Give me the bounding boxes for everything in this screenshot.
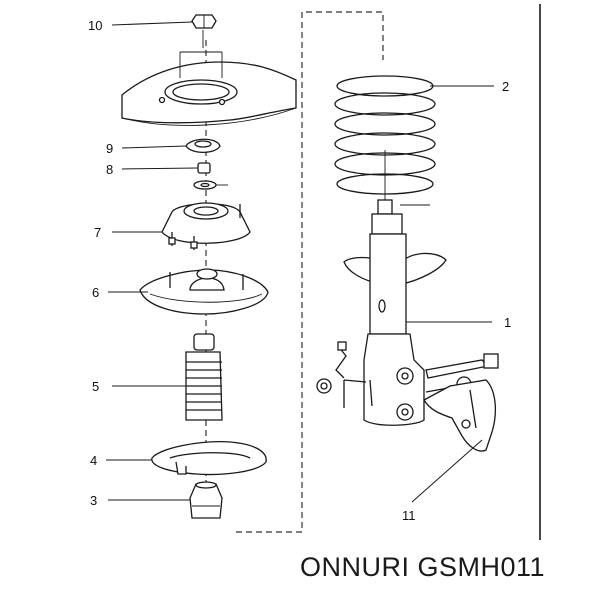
- callout-labels: 10 9 8 7 6 5 4 3 2 1 11: [88, 18, 511, 523]
- callout-7: 7: [94, 225, 101, 240]
- part-1-strut-body: [343, 199, 447, 426]
- callout-10: 10: [88, 18, 102, 33]
- part-10-top-nut: [191, 14, 217, 48]
- part-2-coil-spring: [334, 75, 436, 210]
- leader-lines: [106, 21, 494, 503]
- part-8-nut: [197, 162, 211, 174]
- part-11-knuckle-bracket: [423, 379, 497, 452]
- callout-9: 9: [106, 141, 113, 156]
- callout-8: 8: [106, 162, 113, 177]
- part-4-spring-insulator: [151, 441, 267, 476]
- callout-11: 11: [402, 508, 416, 523]
- part-7-strut-mount: [161, 202, 251, 250]
- callout-3: 3: [90, 493, 97, 508]
- body-mount-panel: [121, 51, 297, 126]
- part-9-washer: [185, 138, 221, 154]
- brand-part-number: ONNURI GSMH011: [300, 552, 546, 582]
- small-washer: [193, 180, 228, 190]
- callout-6: 6: [92, 285, 99, 300]
- callout-2: 2: [502, 79, 509, 94]
- callout-4: 4: [90, 453, 97, 468]
- part-3-bump-stop: [189, 481, 223, 519]
- part-5-dust-boot: [185, 333, 223, 421]
- part-6-upper-spring-seat: [139, 268, 269, 315]
- callout-1: 1: [504, 315, 511, 330]
- callout-5: 5: [92, 379, 99, 394]
